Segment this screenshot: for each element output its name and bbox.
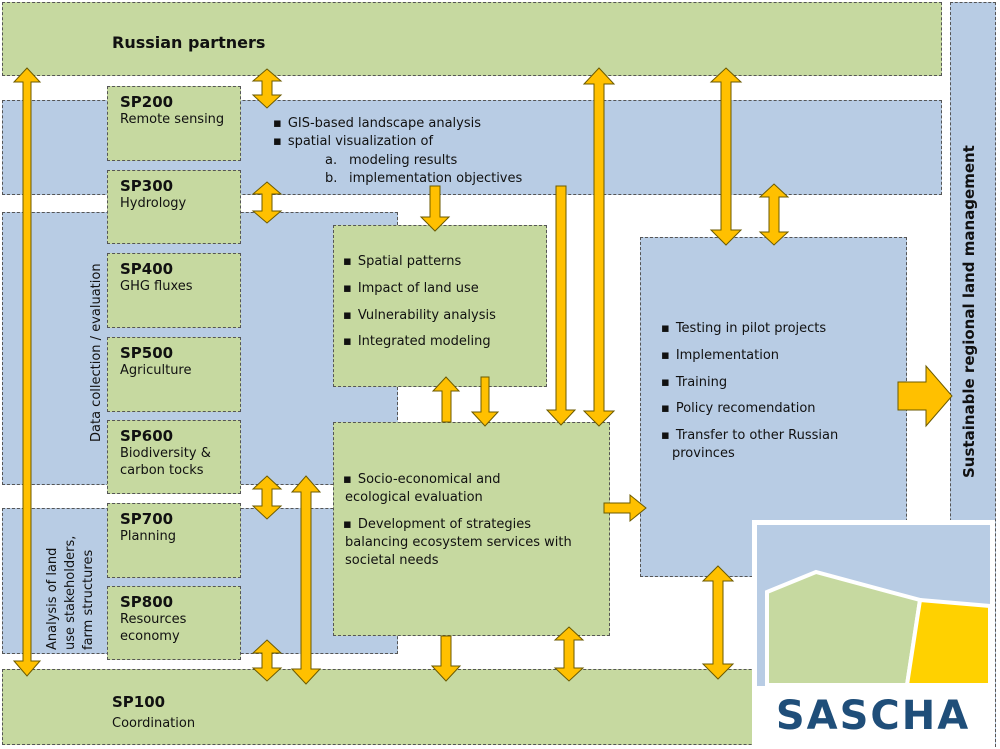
testing-item: Implementation bbox=[661, 347, 779, 364]
sp-name: economy bbox=[120, 629, 180, 644]
sp-name: Resources bbox=[120, 612, 187, 627]
socio-item-1-line2: ecological evaluation bbox=[345, 490, 483, 505]
sp700-box: SP700 Planning bbox=[107, 503, 241, 578]
sp-code: SP200 bbox=[120, 93, 174, 111]
arrow-partners-testing bbox=[709, 67, 743, 246]
spatial-item: Impact of land use bbox=[343, 280, 479, 297]
spatial-item: Spatial patterns bbox=[343, 253, 461, 270]
arrow-testing-coordination bbox=[701, 565, 735, 680]
arrow-sp300-gis bbox=[251, 181, 283, 224]
russian-partners-label: Russian partners bbox=[112, 33, 266, 52]
testing-item: Policy recomendation bbox=[661, 400, 816, 417]
sp-name: carbon tocks bbox=[120, 463, 204, 478]
sp-name: GHG fluxes bbox=[120, 279, 193, 294]
gis-sub-a-mark: a. bbox=[325, 153, 338, 168]
sp-name: Remote sensing bbox=[120, 112, 225, 127]
gis-bullet-1: GIS-based landscape analysis bbox=[273, 115, 481, 132]
testing-item-cont: provinces bbox=[672, 446, 735, 461]
sp800-box: SP800 Resources economy bbox=[107, 586, 241, 660]
arrow-left-long bbox=[12, 67, 42, 677]
testing-item: Testing in pilot projects bbox=[661, 320, 826, 337]
arrow-socio-spatial bbox=[431, 376, 461, 423]
arrow-gis-socio bbox=[545, 185, 577, 426]
socio-item-2-line1: Development of strategies bbox=[343, 516, 531, 533]
sp-code: SP500 bbox=[120, 344, 174, 362]
logo-text: SASCHA bbox=[776, 693, 970, 739]
sp-code: SP800 bbox=[120, 593, 174, 611]
gis-sub-b-mark: b. bbox=[325, 171, 338, 186]
sp100-name: Coordination bbox=[112, 716, 196, 731]
spatial-item: Vulnerability analysis bbox=[343, 307, 496, 324]
sp-name: Biodiversity & bbox=[120, 446, 211, 461]
sp400-box: SP400 GHG fluxes bbox=[107, 253, 241, 328]
arrow-socio-coordination bbox=[553, 626, 585, 682]
sp-name: Agriculture bbox=[120, 363, 192, 378]
sp600-box: SP600 Biodiversity & carbon tocks bbox=[107, 420, 241, 494]
arrow-socio-testing bbox=[603, 493, 647, 523]
socio-item-2-line3: societal needs bbox=[345, 553, 439, 568]
sp-code: SP300 bbox=[120, 177, 174, 195]
testing-item: Transfer to other Russian bbox=[661, 427, 838, 444]
sascha-logo: SASCHA bbox=[752, 520, 995, 747]
russian-partners-band bbox=[2, 2, 942, 76]
gis-bullet-2: spatial visualization of bbox=[273, 133, 433, 150]
arrow-sp800-coordination bbox=[251, 639, 283, 682]
arrow-socio-coordination-down bbox=[430, 635, 462, 682]
sp100-code: SP100 bbox=[112, 693, 166, 711]
arrow-to-management bbox=[897, 364, 953, 428]
arrow-sp600-socio bbox=[251, 475, 283, 520]
arrow-gis-spatial bbox=[419, 185, 451, 232]
gis-sub-b: implementation objectives bbox=[349, 171, 523, 186]
socio-item-2-line2: balancing ecosystem services with bbox=[345, 535, 572, 550]
arrow-gis-testing bbox=[758, 183, 790, 246]
arrow-spatial-socio bbox=[470, 376, 500, 427]
sp-name: Hydrology bbox=[120, 196, 187, 211]
arrow-sp700-coordination bbox=[290, 475, 322, 685]
gis-sub-a: modeling results bbox=[349, 153, 458, 168]
sp-code: SP400 bbox=[120, 260, 174, 278]
arrow-sp200-partners bbox=[251, 68, 283, 109]
sp-code: SP600 bbox=[120, 427, 174, 445]
spatial-item: Integrated modeling bbox=[343, 333, 491, 350]
sp300-box: SP300 Hydrology bbox=[107, 170, 241, 244]
sp200-box: SP200 Remote sensing bbox=[107, 86, 241, 161]
arrow-partners-socio bbox=[582, 67, 616, 427]
sp-name: Planning bbox=[120, 529, 176, 544]
sp-code: SP700 bbox=[120, 510, 174, 528]
testing-item: Training bbox=[661, 374, 727, 391]
sp500-box: SP500 Agriculture bbox=[107, 337, 241, 412]
socio-item-1-line1: Socio-economical and bbox=[343, 471, 501, 488]
spatial-analysis-box bbox=[333, 225, 547, 387]
